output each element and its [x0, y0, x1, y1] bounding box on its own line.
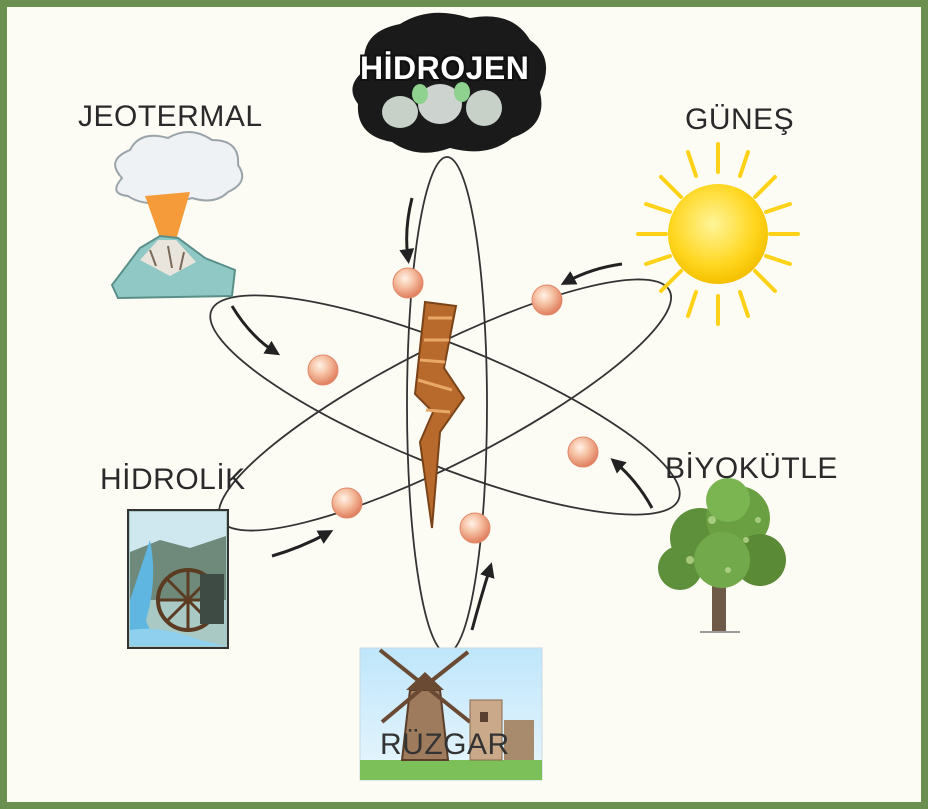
electron: [532, 285, 562, 315]
arrow-from-solar: [566, 264, 622, 282]
electron: [568, 437, 598, 467]
wind-label: RÜZGAR: [380, 728, 510, 762]
waterwheel-icon: [128, 510, 228, 648]
volcano-icon: [112, 132, 242, 298]
arrow-from-wind: [472, 568, 490, 630]
lightning-bolt-icon: [415, 302, 464, 528]
biomass-label: BİYOKÜTLE: [665, 452, 838, 486]
hydraulic-label: HİDROLİK: [100, 463, 246, 497]
arrow-from-hydrogen: [407, 198, 412, 258]
geothermal-label: JEOTERMAL: [78, 100, 263, 134]
electron: [393, 268, 423, 298]
arrow-from-biomass: [615, 462, 652, 508]
electron: [332, 488, 362, 518]
arrow-from-hydraulic: [272, 533, 328, 556]
solar-label: GÜNEŞ: [685, 103, 794, 137]
sun-icon: [638, 144, 798, 324]
arrow-from-geothermal: [232, 306, 275, 352]
hydrogen-label: HİDROJEN: [360, 50, 529, 87]
electron: [460, 513, 490, 543]
electron: [308, 355, 338, 385]
